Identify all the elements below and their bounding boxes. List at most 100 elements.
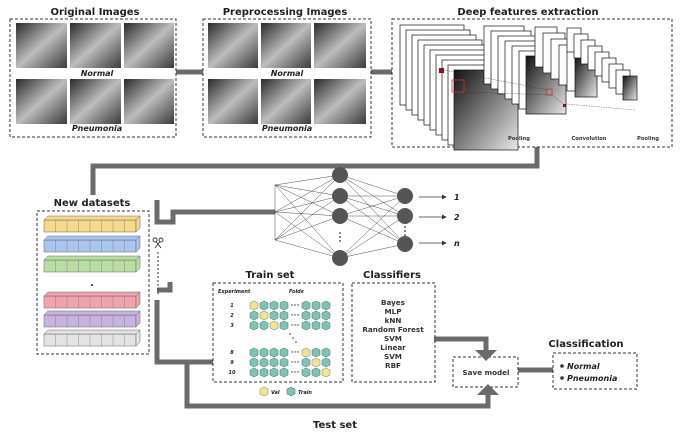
deep-features-frame [391,18,673,148]
nn-edge [339,215,406,259]
classifier-item: SVM [384,352,402,361]
classifiers-frame [351,282,436,383]
fold-cube [249,357,259,368]
deep-features-panel: Deep features extraction Pooling Convolu… [391,7,673,151]
nn-edge [274,195,341,213]
fold-cube [269,357,279,368]
datasets-ellipsis: . [90,278,94,289]
train-legend: Val Train [259,386,312,397]
fold-cube [269,320,279,331]
nn-node [397,188,413,204]
fold-cube [269,347,279,358]
experiment-header: Experiment [218,289,251,295]
cnn-feature-maps [399,24,638,151]
nn-node [397,208,413,224]
ellipsis-dot [291,351,293,353]
classifier-item: RBF [385,361,401,370]
xray-image [16,23,67,68]
fold-cube [259,310,269,321]
ellipsis-dot [294,314,296,316]
projection-line [565,103,636,111]
nn-edge [274,211,341,259]
output-label: 1 [454,193,460,202]
ellipsis-dot [294,371,296,373]
nn-edges [274,174,406,259]
classifier-item: kNN [385,316,402,325]
fold-cube [301,310,311,321]
new-datasets-title: New datasets [54,198,131,209]
fold-cube [321,347,331,358]
nn-edge [274,174,341,186]
fold-cube [249,347,259,358]
save-model-label: Save model [463,368,510,377]
fold-cube [279,320,289,331]
nn-edge [274,215,341,241]
dataset-band-side [135,291,141,309]
nn-edge [339,195,406,217]
ellipsis-dot [291,324,293,326]
classifier-item: Bayes [381,298,405,307]
experiment-number: 10 [229,370,236,376]
bullet-icon [560,364,564,368]
new-datasets-frame [36,210,150,355]
dataset-band-top [43,310,141,316]
dataset-band-side [135,255,141,273]
xray-image [208,79,258,124]
ellipsis-dot [297,324,299,326]
fold-cube [301,367,311,378]
dataset-band-side [135,215,141,233]
nn-edge [274,174,341,241]
deep-features-title: Deep features extraction [457,7,598,18]
nn-edge [274,211,341,217]
fold-cube [259,367,269,378]
kernel-marker [439,68,444,73]
fold-cube [311,347,321,358]
folds-vertical-dots [289,333,297,343]
cnn-receptive-fields [439,68,636,111]
train-legend-label: Train [298,390,312,396]
fold-cube [301,320,311,331]
arrow-head [475,350,497,361]
output-label: 2 [454,213,460,222]
classifier-item: MLP [384,307,401,316]
ellipsis-dot [295,341,297,343]
bullet-icon [560,376,564,380]
classifier-item: SVM [384,334,402,343]
classifier-item: Linear [380,343,406,352]
folds-header: Folds [289,289,304,295]
dataset-bands [43,215,141,347]
nn-edge [339,215,406,245]
ellipsis-dot [294,304,296,306]
experiment-number: 3 [230,323,234,329]
dataset-band-top [43,329,141,335]
preprocessing-title: Preprocessing Images [223,7,348,18]
nn-node [332,167,348,183]
nn-edge [339,174,406,245]
ellipsis-dot [297,304,299,306]
fold-cube [279,367,289,378]
pooling-label: Pooling [508,136,530,142]
ellipsis-dot [404,226,406,228]
ellipsis-dot [291,314,293,316]
fold-cube [321,300,331,311]
classification-title: Classification [548,339,623,350]
output-label: n [454,239,460,248]
experiment-number: 9 [230,360,234,366]
ellipsis-dot [294,361,296,363]
flow-pipes [90,69,553,409]
ellipsis-dot [294,324,296,326]
dataset-band-top [43,235,141,241]
ellipsis-dot [291,361,293,363]
kernel-marker [563,104,566,107]
nn-node [397,236,413,252]
preprocessed-pneumonia-xrays [208,79,366,124]
train-cube-icon [286,386,296,397]
original-pneumonia-label: Pneumonia [72,124,122,133]
projection-line [463,91,553,96]
nn-edge [339,195,406,259]
ellipsis-dot [339,236,341,238]
ellipsis-dot [404,230,406,232]
train-set-title: Train set [246,270,295,281]
nn-edge [274,174,341,213]
